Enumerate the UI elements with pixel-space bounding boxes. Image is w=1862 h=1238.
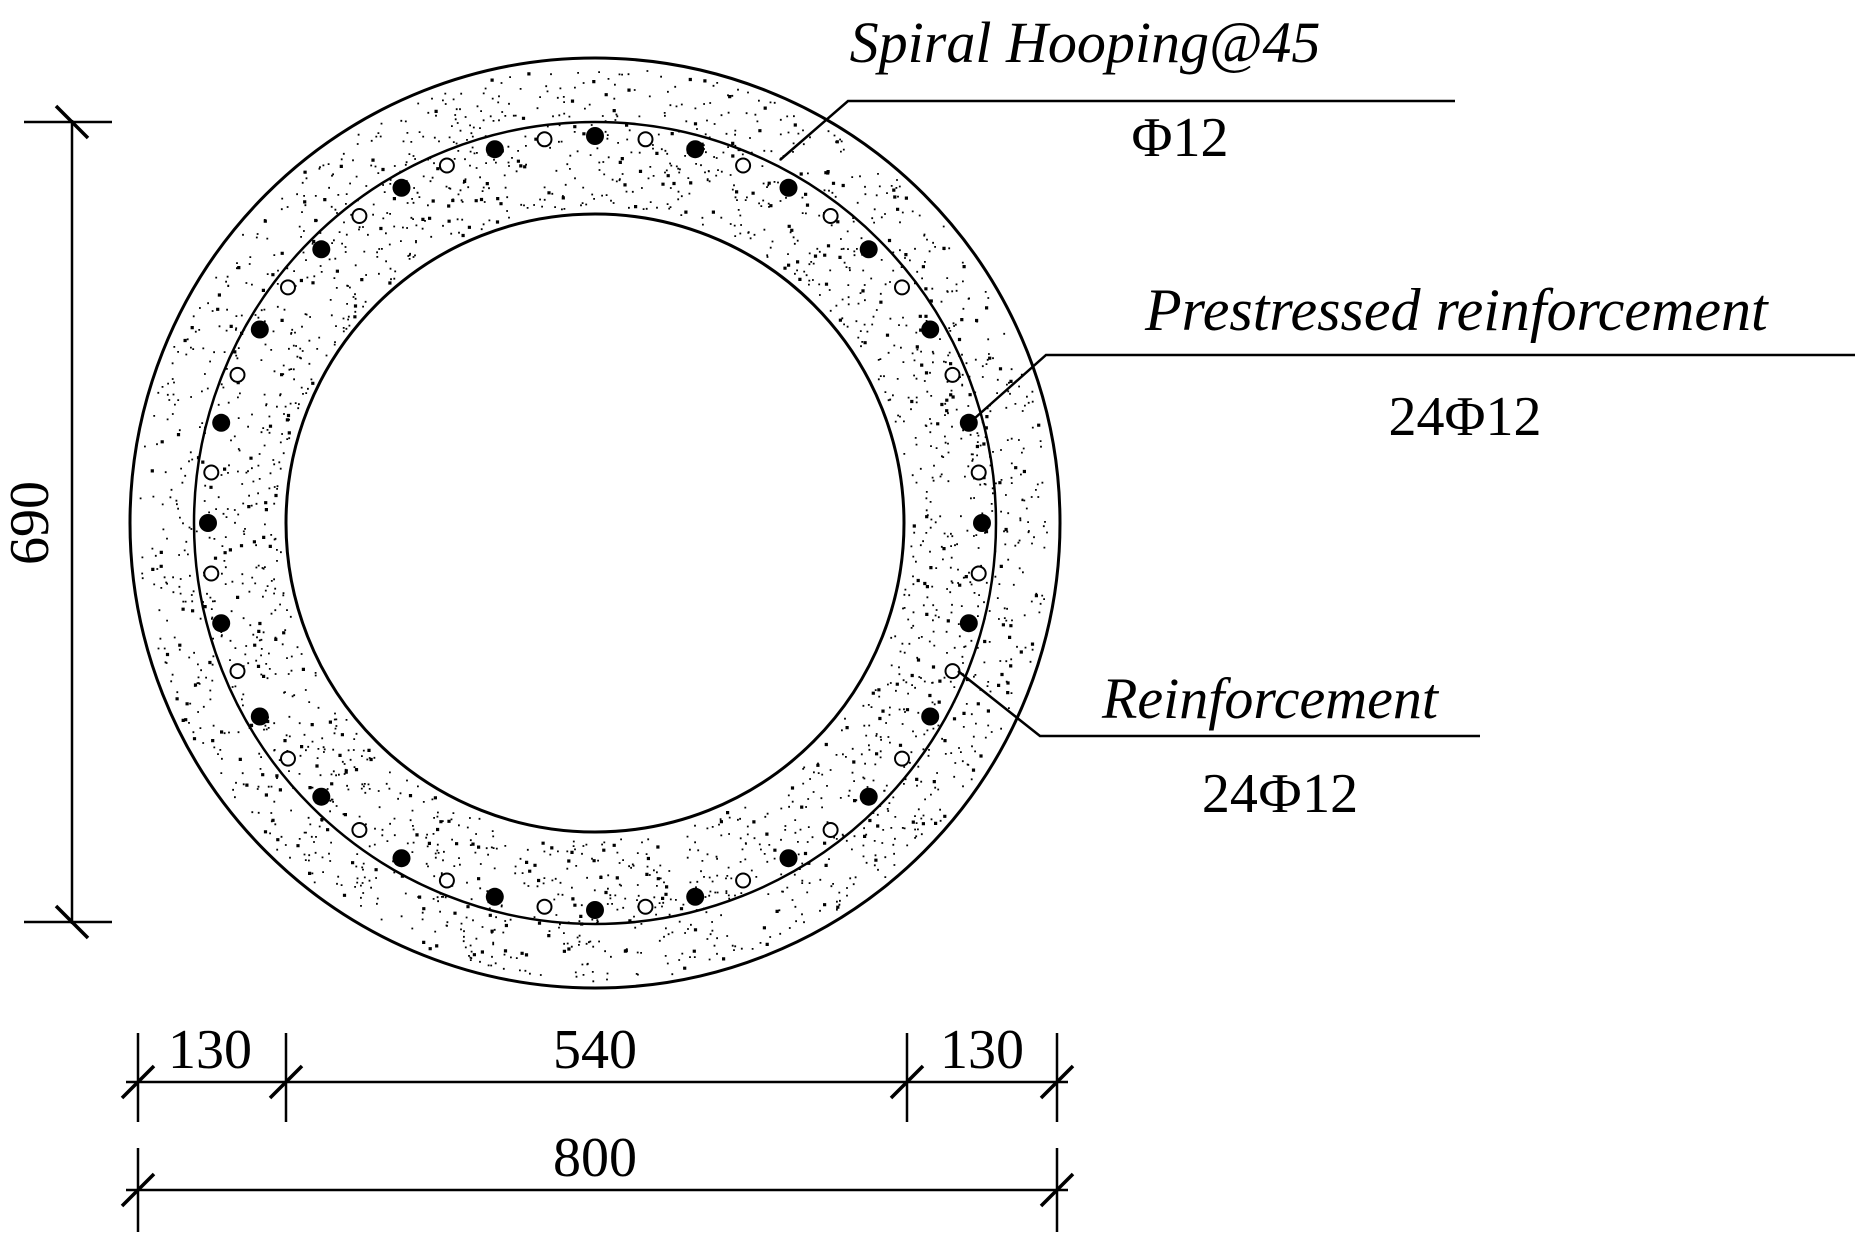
concrete-ring bbox=[128, 56, 1062, 990]
height-dimension: 690 bbox=[0, 104, 112, 940]
prestressed-bars bbox=[199, 127, 991, 919]
reinforcement-bar bbox=[970, 565, 987, 582]
reinforcement-bar bbox=[822, 822, 839, 838]
reinforcement-bar bbox=[438, 157, 455, 174]
prestressed-bar bbox=[686, 140, 705, 159]
spiral-hooping-spec: Φ12 bbox=[1132, 107, 1229, 169]
inner-pile-edge bbox=[284, 212, 906, 834]
reinforcement-bar bbox=[438, 872, 455, 889]
height-dimension-text: 690 bbox=[0, 481, 61, 565]
spiral-hooping-label: Spiral Hooping@45 bbox=[850, 10, 1321, 75]
concrete-annulus bbox=[130, 58, 1060, 988]
spiral-leader-line bbox=[779, 99, 1455, 161]
prestressed-spec: 24Φ12 bbox=[1389, 386, 1542, 448]
prestressed-label: Prestressed reinforcement bbox=[1144, 277, 1769, 343]
reinforcement-bar bbox=[735, 157, 752, 174]
wall-left-dimension-text: 130 bbox=[168, 1019, 252, 1081]
reinforcement-bar bbox=[944, 663, 961, 680]
leader-lines bbox=[779, 99, 1855, 738]
prestressed-bar bbox=[199, 514, 217, 532]
reinforcement-bar bbox=[203, 464, 220, 481]
prestressed-bar bbox=[959, 614, 978, 633]
reinforcement-bar bbox=[280, 750, 296, 767]
prestressed-leader-line bbox=[974, 353, 1855, 419]
prestressed-bar bbox=[250, 320, 269, 339]
width-dimension-chain: 130 540 130 bbox=[120, 1019, 1075, 1122]
prestressed-bar bbox=[312, 787, 331, 806]
spiral-hooping-circle bbox=[192, 120, 998, 926]
prestressed-bar bbox=[485, 140, 504, 159]
reinforcement-bar bbox=[894, 750, 910, 767]
prestressed-bar bbox=[779, 849, 798, 868]
reinforcement-spec: 24Ф12 bbox=[1202, 763, 1358, 825]
reinforcement-bar bbox=[637, 131, 654, 148]
prestressed-bar bbox=[485, 887, 504, 906]
outer-pile-edge bbox=[128, 56, 1062, 990]
reinforcement-bar bbox=[203, 565, 220, 582]
reinforcement-bar bbox=[536, 898, 553, 915]
prestressed-bar bbox=[859, 240, 878, 259]
reinforcement-bar bbox=[280, 279, 296, 296]
reinforcement-bar bbox=[229, 366, 246, 383]
prestressed-bar bbox=[392, 849, 411, 868]
reinforcement-bar bbox=[735, 872, 752, 889]
prestressed-bar bbox=[921, 320, 940, 339]
reinforcement-bar bbox=[944, 366, 961, 383]
reinforcement-leader-line bbox=[957, 670, 1480, 738]
prestressed-bar bbox=[859, 787, 878, 806]
reinforcement-bar bbox=[970, 464, 987, 481]
prestressed-bar bbox=[921, 707, 940, 726]
prestressed-bar bbox=[212, 614, 231, 633]
prestressed-bar bbox=[212, 413, 231, 432]
reinforcement-bar bbox=[351, 822, 368, 838]
reinforcement-bar bbox=[351, 208, 368, 224]
outer-diameter-dimension-text: 800 bbox=[553, 1127, 637, 1189]
reinforcement-bar bbox=[536, 131, 553, 148]
reinforcement-bar bbox=[894, 279, 910, 296]
prestressed-bar bbox=[392, 178, 411, 197]
reinforcement-bar bbox=[637, 898, 654, 915]
prestressed-bar bbox=[959, 413, 978, 432]
reinforcement-bar bbox=[822, 208, 839, 224]
prestressed-bar bbox=[779, 178, 798, 197]
reinforcement-bar bbox=[229, 663, 246, 680]
prestressed-bar bbox=[586, 127, 604, 145]
wall-right-dimension-text: 130 bbox=[940, 1019, 1024, 1081]
inner-diameter-dimension-text: 540 bbox=[553, 1019, 637, 1081]
reinforcement-bars bbox=[203, 131, 987, 915]
prestressed-bar bbox=[250, 707, 269, 726]
reinforcement-label: Reinforcement bbox=[1101, 666, 1440, 731]
prestressed-bar bbox=[586, 901, 604, 919]
prestressed-bar bbox=[973, 514, 991, 532]
outer-diameter-dimension: 800 bbox=[120, 1127, 1075, 1232]
prestressed-bar bbox=[686, 887, 705, 906]
prestressed-bar bbox=[312, 240, 331, 259]
